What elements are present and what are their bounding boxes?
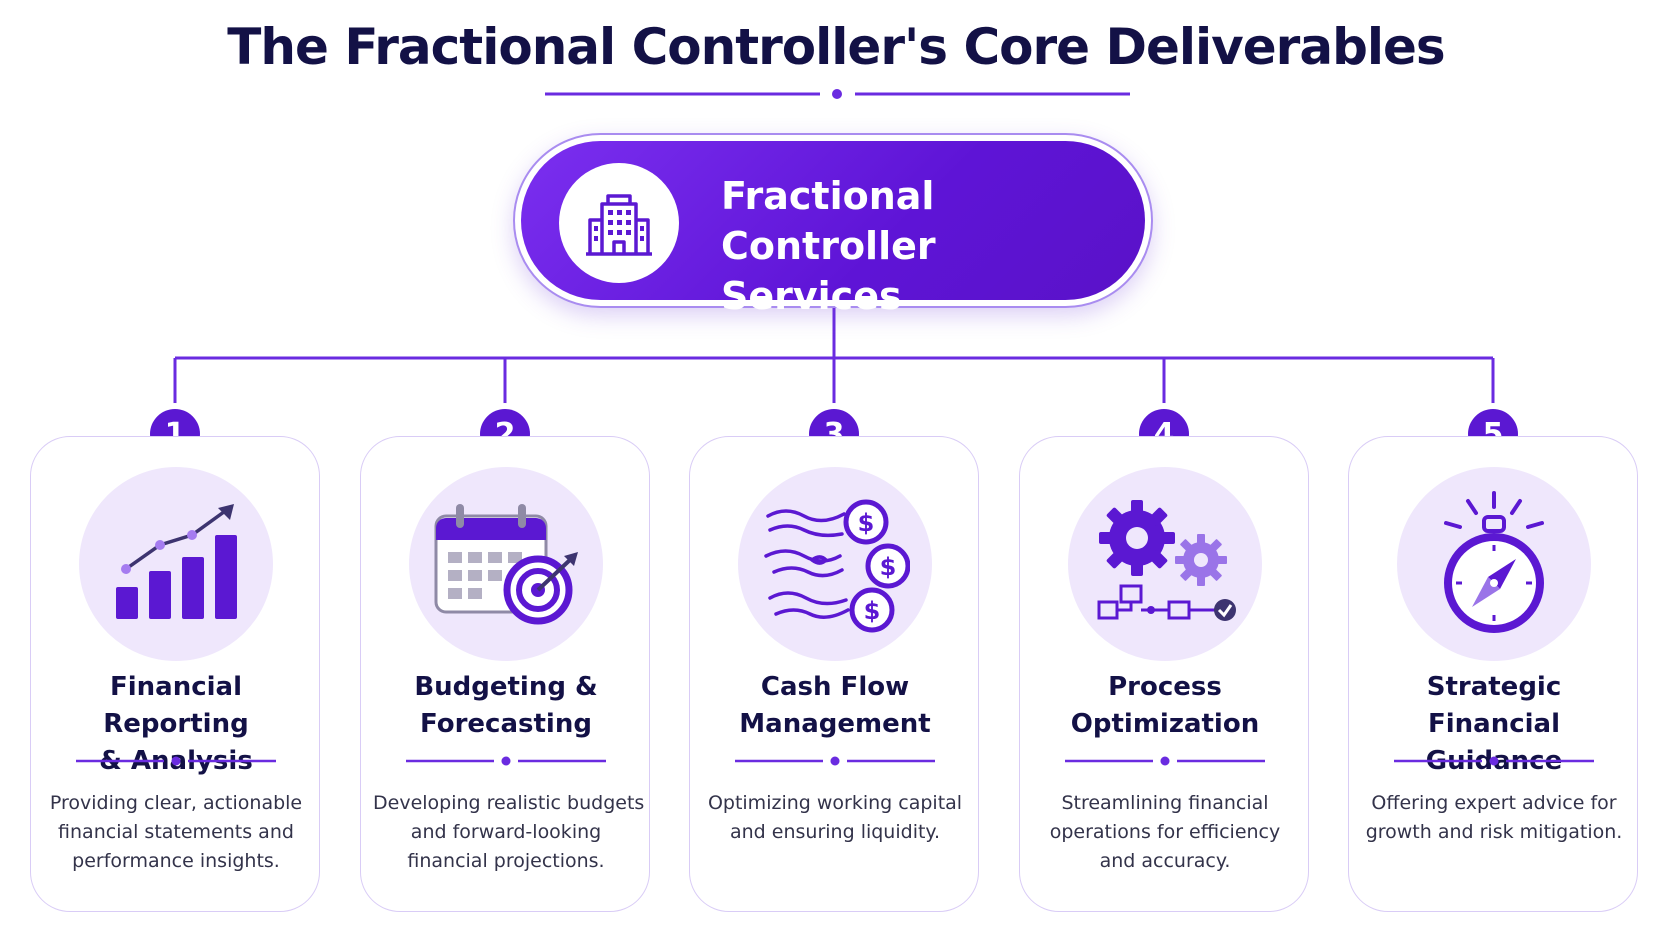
card-title-line: Process [1108, 672, 1222, 702]
card-divider [1065, 756, 1265, 766]
card-title: Process Optimization [1030, 669, 1300, 743]
flowing-dollar-coins-icon: $ $ $ [738, 467, 932, 661]
card-title-line: Optimization [1070, 709, 1260, 739]
card-divider [76, 756, 276, 766]
calendar-target-icon [409, 467, 603, 661]
card-description-line: Streamlining financial [1061, 792, 1269, 814]
card-description: Offering expert advice for growth and ri… [1361, 789, 1627, 847]
card-description-line: and forward-looking [410, 821, 602, 843]
card-title-line: Financial Reporting [103, 672, 249, 739]
card-description-line: Optimizing working capital [707, 792, 963, 814]
card-description-line: Offering expert advice for [1371, 792, 1617, 814]
hub-label: Fractional Controller Services [721, 171, 1121, 321]
card-title-line: Strategic Financial [1426, 672, 1562, 739]
page-title: The Fractional Controller's Core Deliver… [227, 18, 1445, 76]
card-description: Developing realistic budgets and forward… [373, 789, 645, 876]
card-title-line: Management [739, 709, 931, 739]
deliverable-card-cash-flow: $ $ $ Cash Flow Management Optimizing wo… [689, 436, 979, 912]
deliverable-card-strategic-guidance: Strategic Financial Guidance Offering ex… [1348, 436, 1638, 912]
hub-label-line: Fractional [721, 174, 935, 218]
card-title: Budgeting & Forecasting [371, 669, 641, 743]
deliverable-card-financial-reporting: Financial Reporting & Analysis Providing… [30, 436, 320, 912]
card-description-line: Providing clear, actionable [49, 792, 303, 814]
card-divider [735, 756, 935, 766]
card-description-line: growth and risk mitigation. [1365, 821, 1623, 843]
card-description: Streamlining financial operations for ef… [1032, 789, 1298, 876]
deliverable-card-budgeting: Budgeting & Forecasting Developing reali… [360, 436, 650, 912]
card-title-line: Budgeting & [414, 672, 598, 702]
hub-label-line: Controller Services [721, 224, 936, 318]
gears-process-flow-icon [1068, 467, 1262, 661]
card-description-line: financial statements and [58, 821, 294, 843]
card-description-line: financial projections. [407, 850, 605, 872]
card-description-line: operations for efficiency [1049, 821, 1281, 843]
card-description-line: and ensuring liquidity. [730, 821, 940, 843]
compass-stopwatch-icon [1397, 467, 1591, 661]
svg-text:$: $ [880, 553, 897, 581]
central-hub: Fractional Controller Services [513, 133, 1153, 318]
svg-text:$: $ [858, 509, 875, 537]
card-title-line: Forecasting [420, 709, 592, 739]
hub-pill: Fractional Controller Services [521, 141, 1145, 318]
card-description: Providing clear, actionable financial st… [43, 789, 309, 876]
card-divider [1394, 756, 1594, 766]
card-description-line: and accuracy. [1099, 850, 1231, 872]
card-divider [406, 756, 606, 766]
card-title: Cash Flow Management [700, 669, 970, 743]
office-building-icon [559, 163, 679, 283]
svg-text:$: $ [864, 597, 881, 625]
title-divider [545, 89, 1130, 99]
deliverable-card-process-optimization: Process Optimization Streamlining financ… [1019, 436, 1309, 912]
card-description-line: performance insights. [72, 850, 280, 872]
card-description-line: Developing realistic budgets [373, 792, 645, 814]
card-title-line: Cash Flow [760, 672, 910, 702]
card-description: Optimizing working capital and ensuring … [702, 789, 968, 847]
growth-bar-chart-icon [79, 467, 273, 661]
